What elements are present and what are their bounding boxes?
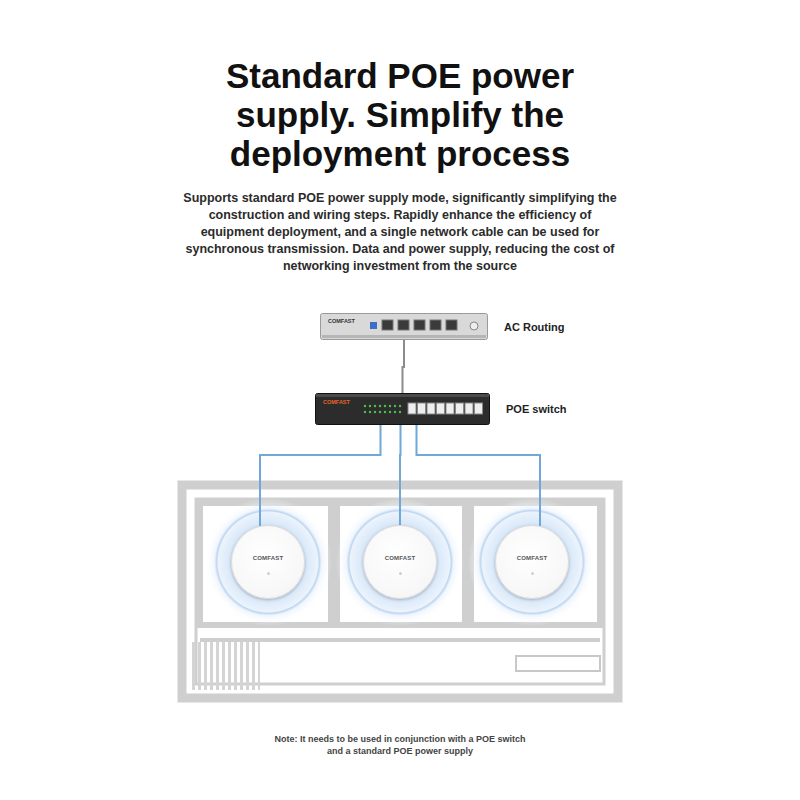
access-point: COMFAST [231, 525, 305, 599]
page-title: Standard POE power supply. Simplify the … [170, 56, 630, 173]
network-cable [399, 425, 402, 525]
access-point: COMFAST [363, 525, 437, 599]
device-label: POE switch [506, 403, 567, 415]
brand-logo: COMFAST [328, 318, 355, 324]
poe-switch: COMFASTPOE switch [315, 393, 490, 425]
device-label: AC Routing [504, 321, 564, 333]
brand-logo: COMFAST [517, 555, 548, 561]
brand-logo: COMFAST [385, 555, 416, 561]
status-led [399, 572, 402, 575]
status-led [531, 572, 534, 575]
note-text: Note: It needs to be used in conjunction… [270, 733, 530, 757]
stairs [190, 642, 260, 690]
ac-router: COMFASTAC Routing [320, 313, 488, 340]
router-body [320, 313, 488, 340]
counter [516, 656, 600, 671]
uplink-cable [403, 340, 405, 393]
status-led [267, 572, 270, 575]
brand-logo: COMFAST [253, 555, 284, 561]
brand-logo: COMFAST [323, 399, 350, 405]
network-cable [260, 425, 381, 526]
network-cable [417, 425, 541, 526]
intro-text: Supports standard POE power supply mode,… [178, 190, 622, 275]
switch-body [315, 393, 490, 425]
access-point: COMFAST [495, 525, 569, 599]
